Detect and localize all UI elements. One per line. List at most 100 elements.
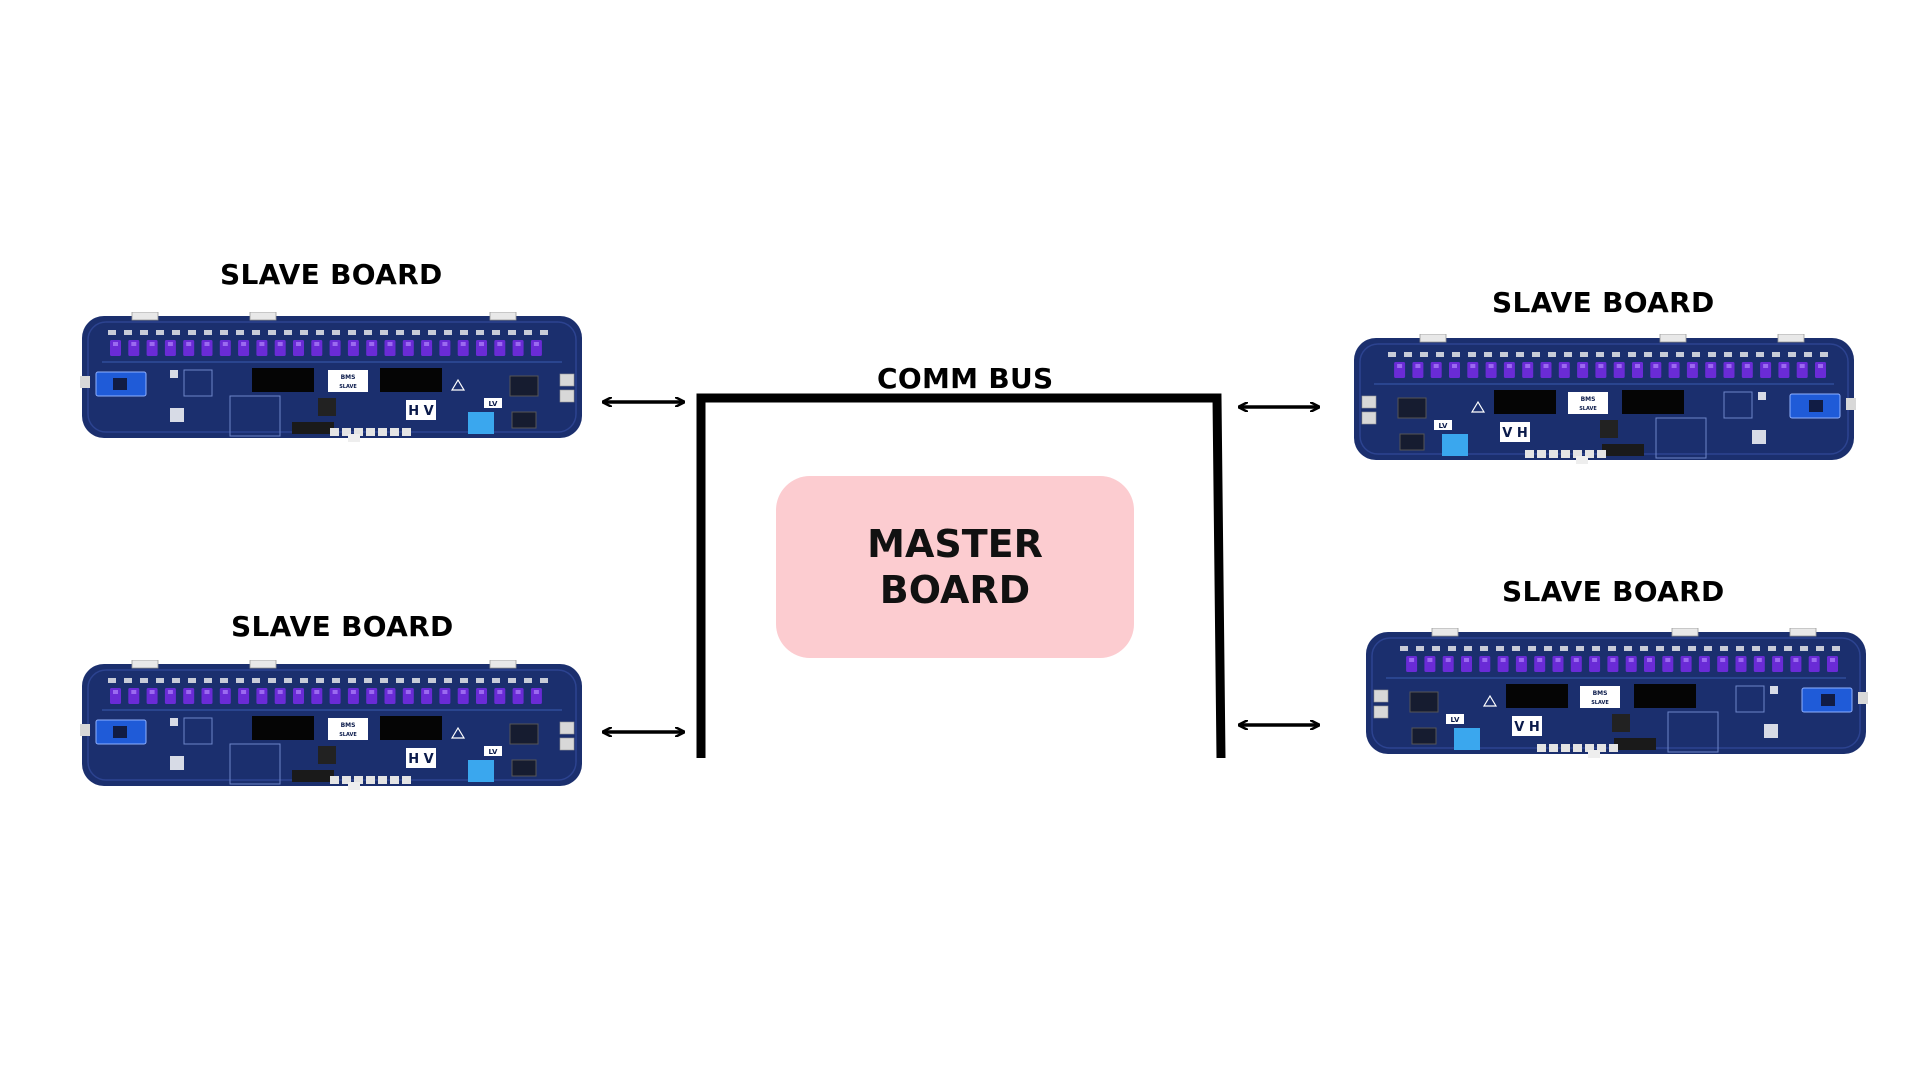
smd-part [508, 678, 516, 683]
lv-text: LV [1451, 716, 1460, 724]
bottom-pin [1561, 450, 1570, 458]
cell-chip [1668, 362, 1680, 378]
cell-chip [1698, 656, 1710, 672]
cell-chip [1461, 656, 1472, 672]
smd-part [156, 330, 164, 335]
cell-chip [1778, 362, 1790, 378]
lv-text: LV [489, 400, 498, 408]
chip [292, 770, 334, 782]
smd-part [524, 678, 532, 683]
smd-part [1564, 352, 1572, 357]
cell-chip [1522, 362, 1534, 378]
smd-part [1388, 352, 1396, 357]
top-connector [131, 659, 159, 669]
cell-chip [476, 340, 487, 356]
smd-part [396, 330, 404, 335]
cell-chip [1772, 656, 1784, 672]
smd-part [1672, 646, 1680, 651]
smd-part [204, 678, 212, 683]
bottom-pin [1549, 450, 1558, 458]
cell-chip [1412, 362, 1424, 378]
bottom-pin [366, 428, 375, 436]
smd-part [124, 678, 132, 683]
smd-part [428, 678, 436, 683]
master-board-line2: BOARD [879, 568, 1031, 612]
bottom-pin [354, 776, 363, 784]
smd-part [1592, 646, 1600, 651]
smd-part [364, 330, 372, 335]
smd-part [300, 678, 308, 683]
smd-part [492, 330, 500, 335]
cell-chip [530, 340, 542, 356]
lv-text: LV [1439, 422, 1448, 430]
cell-chip [274, 340, 286, 356]
smd-part [476, 330, 484, 335]
bottom-pin [1525, 450, 1534, 458]
top-connector [1789, 627, 1817, 637]
cell-chip [1595, 362, 1607, 378]
cell-chip [311, 688, 323, 704]
bms-text: BMS [341, 374, 356, 381]
bottom-pin [342, 428, 351, 436]
cell-chip [347, 340, 359, 356]
smd-part [1436, 352, 1444, 357]
chip [1614, 738, 1656, 750]
cell-chip [128, 340, 140, 356]
smd-part [524, 330, 532, 335]
cell-chip [457, 340, 469, 356]
smd-part [188, 330, 196, 335]
bottom-pin [390, 428, 399, 436]
bottom-pin [1561, 744, 1570, 752]
bottom-pin [378, 776, 387, 784]
cell-chip [110, 340, 121, 356]
hv-tag: H V [406, 748, 436, 768]
cell-chip [1406, 656, 1418, 672]
cell-chip [366, 340, 378, 356]
smd-part [1404, 352, 1412, 357]
cell-chip [384, 340, 396, 356]
hv-text: H V [408, 752, 433, 767]
smd-part [1580, 352, 1588, 357]
smd-part [1448, 646, 1456, 651]
smd-part [540, 330, 548, 335]
cell-chip [347, 688, 359, 704]
cell-chip [329, 688, 341, 704]
top-connector [1671, 627, 1699, 637]
cell-chip [439, 688, 451, 704]
display-right [380, 368, 442, 392]
chip [1602, 444, 1644, 456]
smd-part [1532, 352, 1540, 357]
smd-part [1804, 352, 1812, 357]
display-left [252, 716, 314, 740]
smd-part [1480, 646, 1488, 651]
smd-part [1640, 646, 1648, 651]
smd-part [156, 678, 164, 683]
cell-chip [1735, 656, 1747, 672]
cell-chip [1717, 656, 1729, 672]
cell-chip [1449, 362, 1460, 378]
smd-part [1784, 646, 1792, 651]
cell-chip [1650, 362, 1662, 378]
smd-part [1416, 646, 1424, 651]
bottom-pin [402, 776, 411, 784]
bottom-pin [402, 428, 411, 436]
smd-part [540, 678, 548, 683]
smd-part [1528, 646, 1536, 651]
smd-part [1704, 646, 1712, 651]
smd-part [1820, 352, 1828, 357]
smd-part [140, 678, 148, 683]
cell-chip [1662, 656, 1674, 672]
cell-chip [1705, 362, 1717, 378]
smd-part [1468, 352, 1476, 357]
smd-part [172, 330, 180, 335]
cell-chip [311, 340, 323, 356]
cell-chip [1680, 656, 1692, 672]
hv-text: V H [1502, 426, 1527, 441]
smd-part [316, 678, 324, 683]
hv-tag: H V [406, 400, 436, 420]
smd-part [108, 330, 116, 335]
